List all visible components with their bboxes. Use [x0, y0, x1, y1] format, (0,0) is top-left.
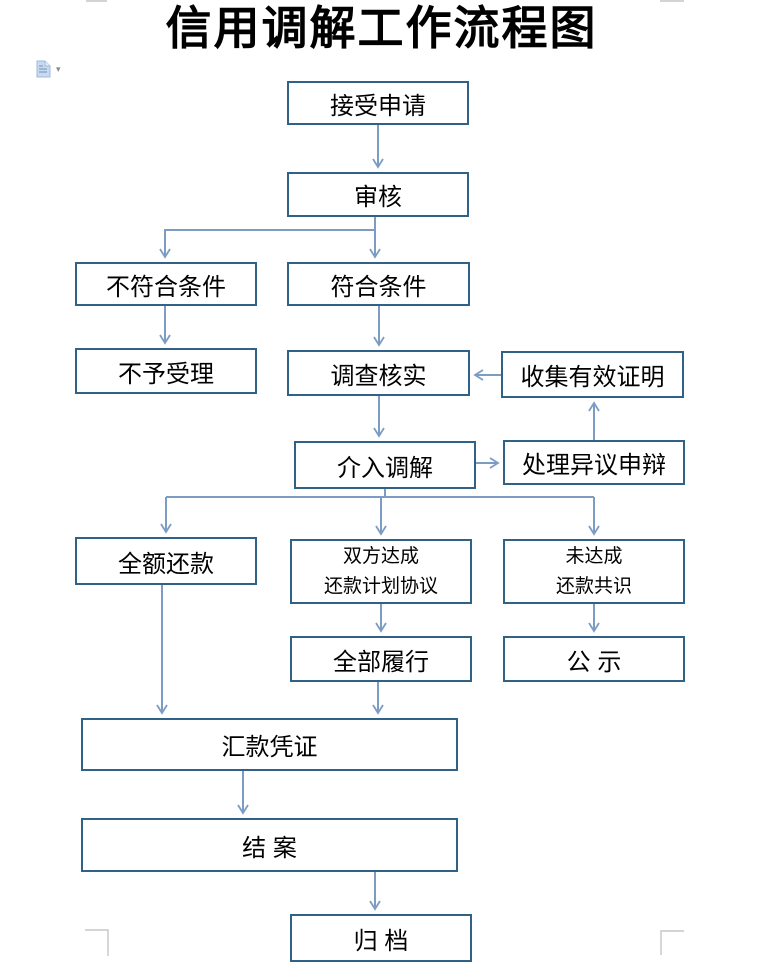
flow-node-label: 全部履行 — [333, 648, 429, 676]
flow-node-close-case[interactable]: 结 案 — [81, 818, 458, 872]
flow-node-label: 结 案 — [242, 834, 297, 862]
flow-node-label: 接受申请 — [330, 92, 426, 120]
flow-node-fulfill-all[interactable]: 全部履行 — [290, 636, 472, 682]
flow-node-label-line2: 还款计划协议 — [323, 575, 438, 597]
chevron-down-icon: ▾ — [56, 64, 61, 74]
flow-node-not-qualified[interactable]: 不符合条件 — [75, 262, 257, 306]
flow-node-label: 介入调解 — [337, 454, 433, 482]
flow-node-label: 调查核实 — [330, 362, 427, 390]
edge-review-to-not-qualified — [159, 229, 375, 259]
flow-node-mediate[interactable]: 介入调解 — [294, 441, 476, 489]
flow-node-label: 归 档 — [353, 927, 409, 955]
flow-node-label: 收集有效证明 — [520, 364, 665, 391]
flow-node-no-consensus[interactable]: 未达成 还款共识 — [503, 539, 685, 604]
flow-node-label: 不符合条件 — [106, 273, 226, 301]
flow-node-label-line1: 未达成 — [565, 545, 623, 567]
flow-node-review[interactable]: 审核 — [287, 172, 469, 217]
paste-options-icon — [36, 60, 51, 78]
flow-node-label: 汇款凭证 — [221, 734, 318, 761]
crop-mark-bottom-right — [660, 930, 684, 955]
flow-node-full-repayment[interactable]: 全额还款 — [75, 537, 257, 585]
flow-node-accept-application[interactable]: 接受申请 — [287, 81, 469, 125]
flow-node-label: 处理异议申辩 — [522, 452, 666, 479]
flow-node-remittance-voucher[interactable]: 汇款凭证 — [81, 718, 458, 771]
crop-mark-bottom-left — [85, 929, 109, 956]
paste-options-button[interactable]: ▾ — [36, 60, 70, 80]
page-title: 信用调解工作流程图 — [165, 3, 598, 54]
flow-node-qualified[interactable]: 符合条件 — [287, 262, 470, 306]
flow-node-label: 符合条件 — [330, 273, 427, 301]
flow-node-reject[interactable]: 不予受理 — [75, 348, 257, 394]
flow-node-label: 公 示 — [566, 648, 622, 676]
flow-node-label: 审核 — [354, 184, 402, 211]
flow-node-repayment-plan-agreement[interactable]: 双方达成 还款计划协议 — [290, 539, 472, 604]
flow-node-label: 全额还款 — [118, 550, 214, 578]
flow-node-publicize[interactable]: 公 示 — [503, 636, 685, 682]
flow-node-label-line2: 还款共识 — [555, 575, 632, 597]
flow-node-label: 不予受理 — [118, 360, 214, 388]
flow-node-handle-objection[interactable]: 处理异议申辩 — [503, 440, 685, 485]
flow-node-investigate[interactable]: 调查核实 — [287, 350, 470, 396]
flow-node-label-line1: 双方达成 — [342, 545, 419, 567]
flow-node-collect-evidence[interactable]: 收集有效证明 — [501, 351, 684, 398]
flow-node-archive[interactable]: 归 档 — [290, 914, 472, 962]
